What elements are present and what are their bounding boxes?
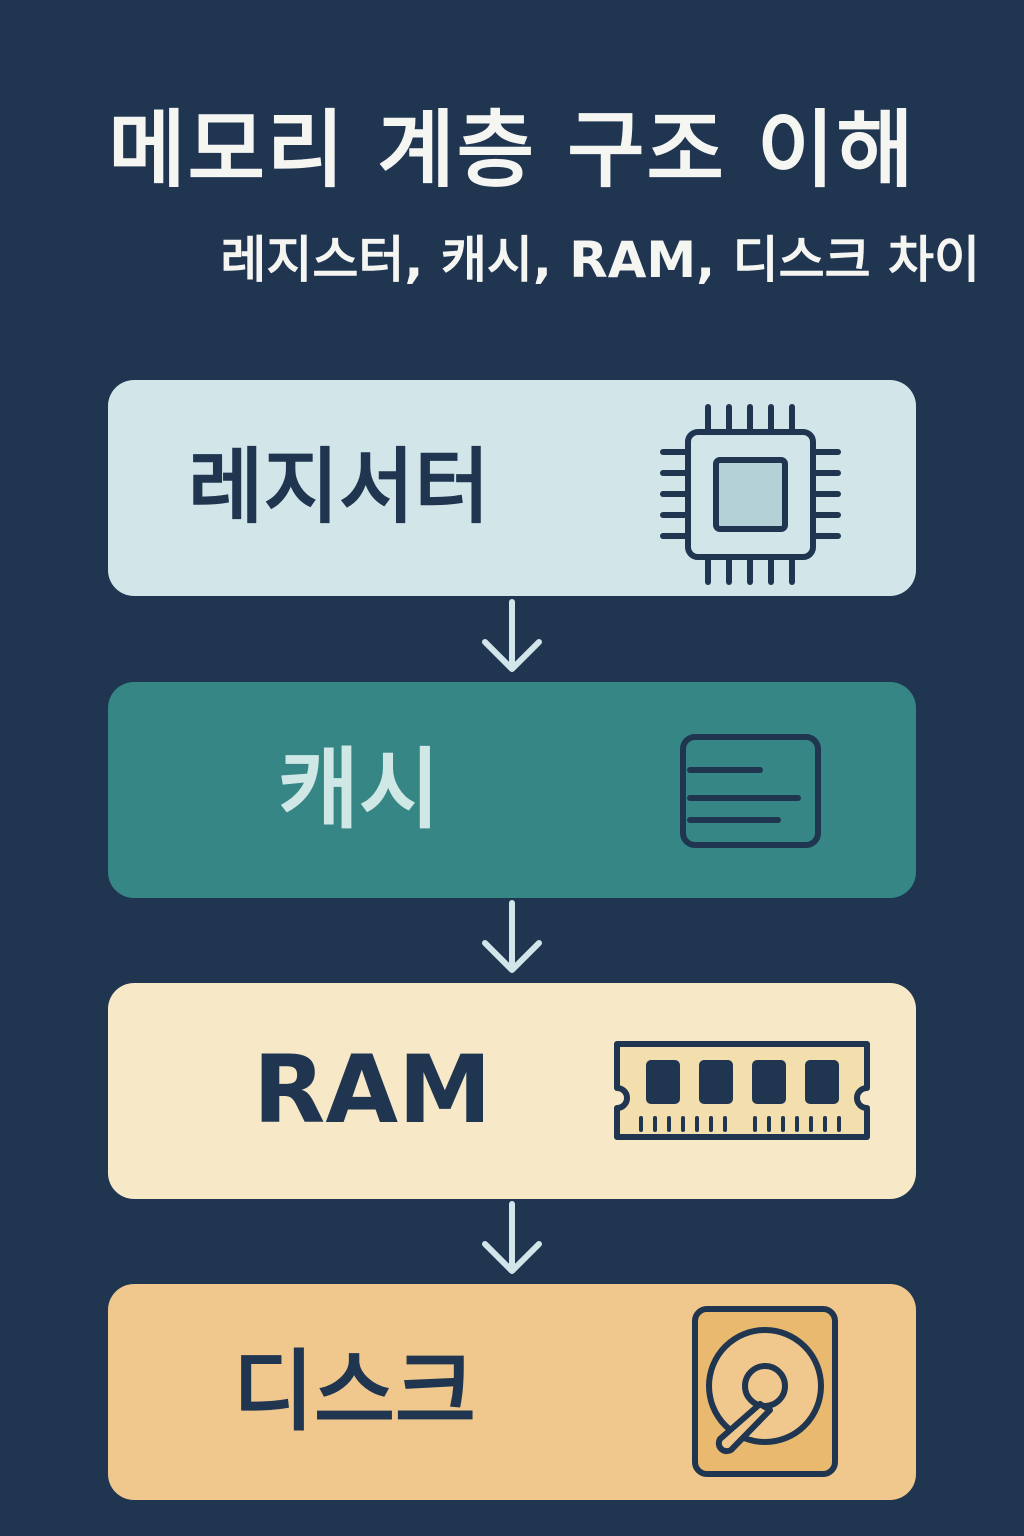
cpu-chip-icon xyxy=(660,404,841,585)
hard-disk-icon xyxy=(692,1306,838,1477)
cache-label: 캐시 xyxy=(278,738,440,841)
arrow-down-icon xyxy=(482,599,542,672)
disk-card: 디스크 xyxy=(108,1284,916,1500)
page-title: 메모리 계층 구조 이해 xyxy=(108,101,916,199)
register-card: 레지서터 xyxy=(108,380,916,596)
arrow-down-icon xyxy=(482,1201,542,1274)
ram-card: RAM xyxy=(108,983,916,1199)
cache-card-icon xyxy=(680,734,821,848)
arrow-down-icon xyxy=(482,900,542,973)
page-subtitle: 레지스터, 캐시, RAM, 디스크 차이 xyxy=(220,231,980,289)
ram-label: RAM xyxy=(253,1036,492,1145)
ram-module-icon xyxy=(614,1041,870,1140)
register-label: 레지서터 xyxy=(188,440,490,535)
disk-label: 디스크 xyxy=(233,1340,476,1443)
cache-card: 캐시 xyxy=(108,682,916,898)
